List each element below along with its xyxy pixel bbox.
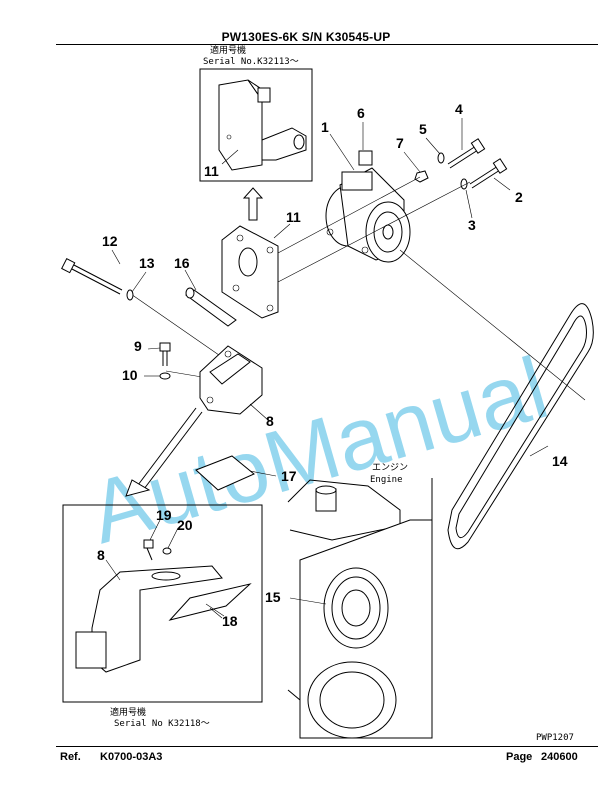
bracket-11-inset-drawing bbox=[218, 79, 307, 171]
callout-6: 6 bbox=[357, 105, 365, 121]
callout-11-top-box: 11 bbox=[204, 163, 219, 179]
spacer-16-drawing bbox=[185, 287, 237, 327]
page-title: PW130ES-6K S/N K30545-UP bbox=[221, 30, 391, 44]
bracket-8-drawing bbox=[199, 345, 263, 415]
header-rule bbox=[56, 44, 598, 45]
belt-14-drawing bbox=[447, 303, 594, 550]
callout-10: 10 bbox=[122, 367, 138, 383]
bottom-inset-box: 適用号機 Serial No K32118～ bbox=[62, 504, 263, 729]
callout-9: 9 bbox=[134, 338, 142, 354]
plate-18-drawing bbox=[168, 583, 252, 621]
top-box-jp-note: 適用号機 bbox=[210, 44, 246, 56]
callout-8-main: 8 bbox=[266, 413, 274, 429]
callout-15: 15 bbox=[265, 589, 281, 605]
bolt-19-drawing bbox=[143, 539, 172, 561]
drawing-code: PWP1207 bbox=[536, 733, 574, 743]
callout-19: 19 bbox=[156, 507, 172, 523]
compressor-drawing bbox=[325, 150, 411, 263]
callout-12: 12 bbox=[102, 233, 118, 249]
arrow-to-bottom-inset bbox=[125, 407, 203, 497]
bottom-box-serial-note: Serial No K32118～ bbox=[114, 719, 210, 729]
footer-page-number: 240600 bbox=[541, 751, 578, 763]
engine-jp-label: エンジン bbox=[372, 463, 408, 473]
callout-8-inset: 8 bbox=[97, 547, 105, 563]
engine-en-label: Engine bbox=[370, 475, 403, 485]
footer-ref-label: Ref. bbox=[60, 751, 81, 763]
callout-3: 3 bbox=[468, 217, 476, 233]
callout-2: 2 bbox=[515, 189, 523, 205]
callout-1: 1 bbox=[321, 119, 329, 135]
top-inset-box: 適用号機 Serial No.K32113～ 11 bbox=[199, 44, 313, 182]
callout-4: 4 bbox=[455, 101, 463, 117]
footer-page-label: Page bbox=[506, 751, 533, 763]
watermark-text: AutoManual bbox=[79, 338, 558, 563]
leader-lines bbox=[105, 118, 549, 619]
footer-rule bbox=[56, 746, 598, 747]
arrow-to-top-inset bbox=[242, 187, 264, 221]
plate-17-drawing bbox=[195, 455, 277, 491]
fasteners-top-right bbox=[414, 138, 508, 190]
top-box-serial-note: Serial No.K32113～ bbox=[203, 57, 299, 67]
callout-5: 5 bbox=[419, 121, 427, 137]
footer-ref-code: K0700-03A3 bbox=[100, 751, 163, 763]
bolt-12-drawing bbox=[61, 258, 134, 301]
callout-7: 7 bbox=[396, 135, 404, 151]
bracket-8-inset-drawing bbox=[75, 565, 223, 673]
bottom-box-jp-note: 適用号機 bbox=[110, 706, 146, 718]
callout-14: 14 bbox=[552, 453, 568, 469]
engine-drawing: エンジン Engine bbox=[287, 463, 433, 739]
callout-16: 16 bbox=[174, 255, 190, 271]
callout-11-main: 11 bbox=[286, 209, 301, 225]
callout-17: 17 bbox=[281, 468, 297, 484]
callout-20: 20 bbox=[177, 517, 193, 533]
bracket-11-drawing bbox=[221, 225, 279, 319]
callout-13: 13 bbox=[139, 255, 155, 271]
bolt-9-drawing bbox=[159, 342, 171, 380]
callout-18: 18 bbox=[222, 613, 238, 629]
